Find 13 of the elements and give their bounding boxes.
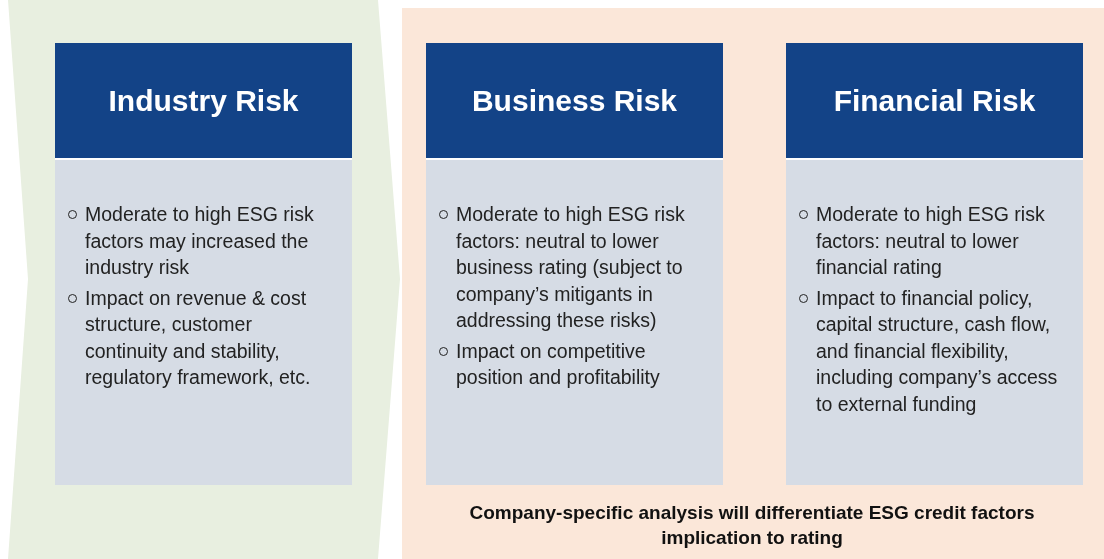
bullet-text: Moderate to high ESG risk factors: neutral to lower business rating (subject to company’s mitigants in addressing these risks) — [436, 201, 706, 334]
bullet-text: Impact to financial policy, capital structure, cash flow, and financial flexibility, including company’s access to external funding — [796, 284, 1066, 417]
card-heading: Business Risk — [426, 43, 723, 160]
bullet-text: Impact on revenue & cost structure, customer continuity and stability, regulatory framework, etc. — [65, 284, 335, 391]
risk-card — [426, 43, 723, 485]
risk-card — [786, 43, 1083, 485]
caption-text: Company-specific analysis will differentiate ESG credit factors implication to rating — [468, 501, 1036, 550]
risk-card — [55, 43, 352, 485]
bullet-text: Impact on competitive position and profitability — [436, 337, 706, 391]
bullet-text: Moderate to high ESG risk factors may increased the industry risk — [65, 201, 335, 281]
card-heading: Industry Risk — [55, 43, 352, 160]
card-heading: Financial Risk — [786, 43, 1083, 160]
bullet-text: Moderate to high ESG risk factors: neutral to lower financial rating — [796, 201, 1066, 281]
